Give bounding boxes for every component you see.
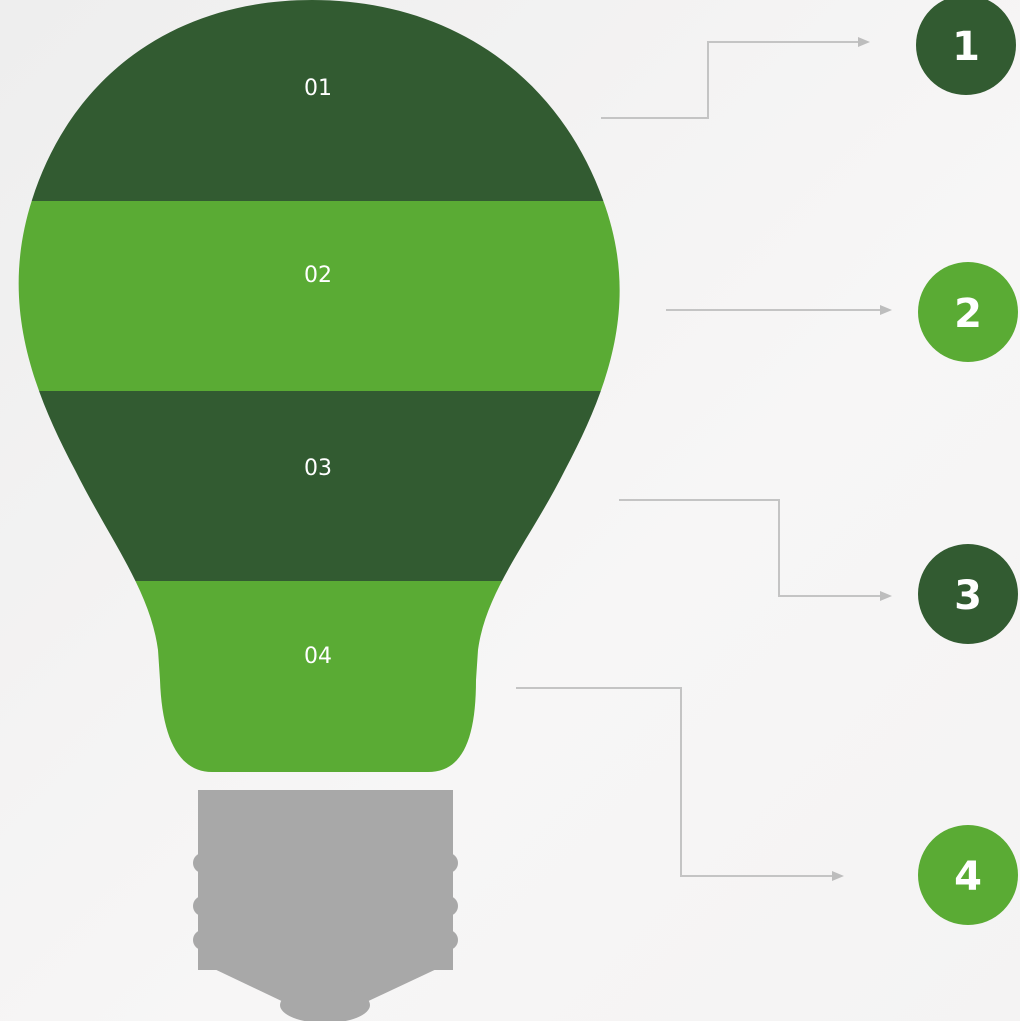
badge-2-label: 2 — [954, 291, 982, 337]
connectors — [516, 37, 892, 881]
bulb-segment-01-label: 01 — [304, 76, 332, 101]
connector-1-arrowhead — [858, 37, 870, 47]
badge-4 — [918, 825, 1018, 925]
bulb-screw-base — [193, 790, 458, 1021]
bulb-segment-03 — [18, 391, 620, 581]
connector-3-arrowhead — [880, 591, 892, 601]
connector-3 — [619, 499, 880, 597]
connector-4 — [516, 687, 832, 877]
badge-1 — [916, 0, 1016, 95]
bulb-segment-03-label: 03 — [304, 456, 332, 481]
bulb-body — [18, 0, 620, 772]
badge-4-label: 4 — [954, 854, 982, 900]
connector-2-arrowhead — [880, 305, 892, 315]
badge-3 — [918, 544, 1018, 644]
badge-2 — [918, 262, 1018, 362]
bulb-segment-04 — [18, 581, 620, 772]
bulb-segment-04-label: 04 — [304, 644, 332, 669]
badge-1-label: 1 — [952, 24, 980, 70]
connector-4-arrowhead — [832, 871, 844, 881]
bulb-segment-01 — [18, 0, 620, 201]
badge-3-label: 3 — [954, 573, 982, 619]
bulb-segment-02-label: 02 — [304, 263, 332, 288]
connector-1 — [601, 41, 858, 119]
bulb-segment-02 — [18, 201, 620, 391]
